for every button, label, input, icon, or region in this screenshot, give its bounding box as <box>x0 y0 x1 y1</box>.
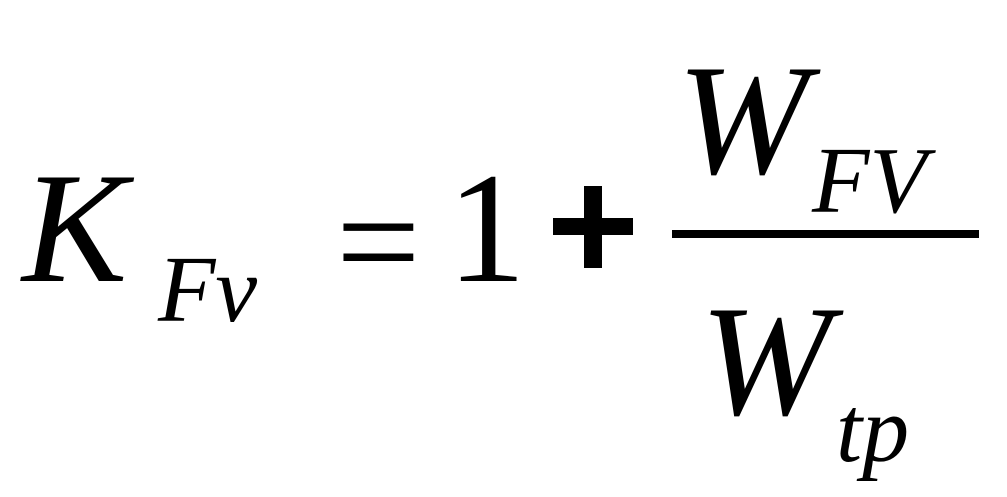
equals-sign: = <box>336 159 421 325</box>
denominator-subscript: tp <box>836 378 910 482</box>
lhs-symbol: K <box>22 141 128 316</box>
plus-sign-vertical <box>584 186 602 268</box>
numerator-subscript: FV <box>812 129 927 233</box>
constant-one: 1 <box>447 141 526 316</box>
denominator-symbol: W <box>700 274 832 449</box>
fraction-bar <box>672 230 979 238</box>
lhs-subscript: Fv <box>158 238 258 342</box>
numerator-symbol: W <box>677 33 809 208</box>
